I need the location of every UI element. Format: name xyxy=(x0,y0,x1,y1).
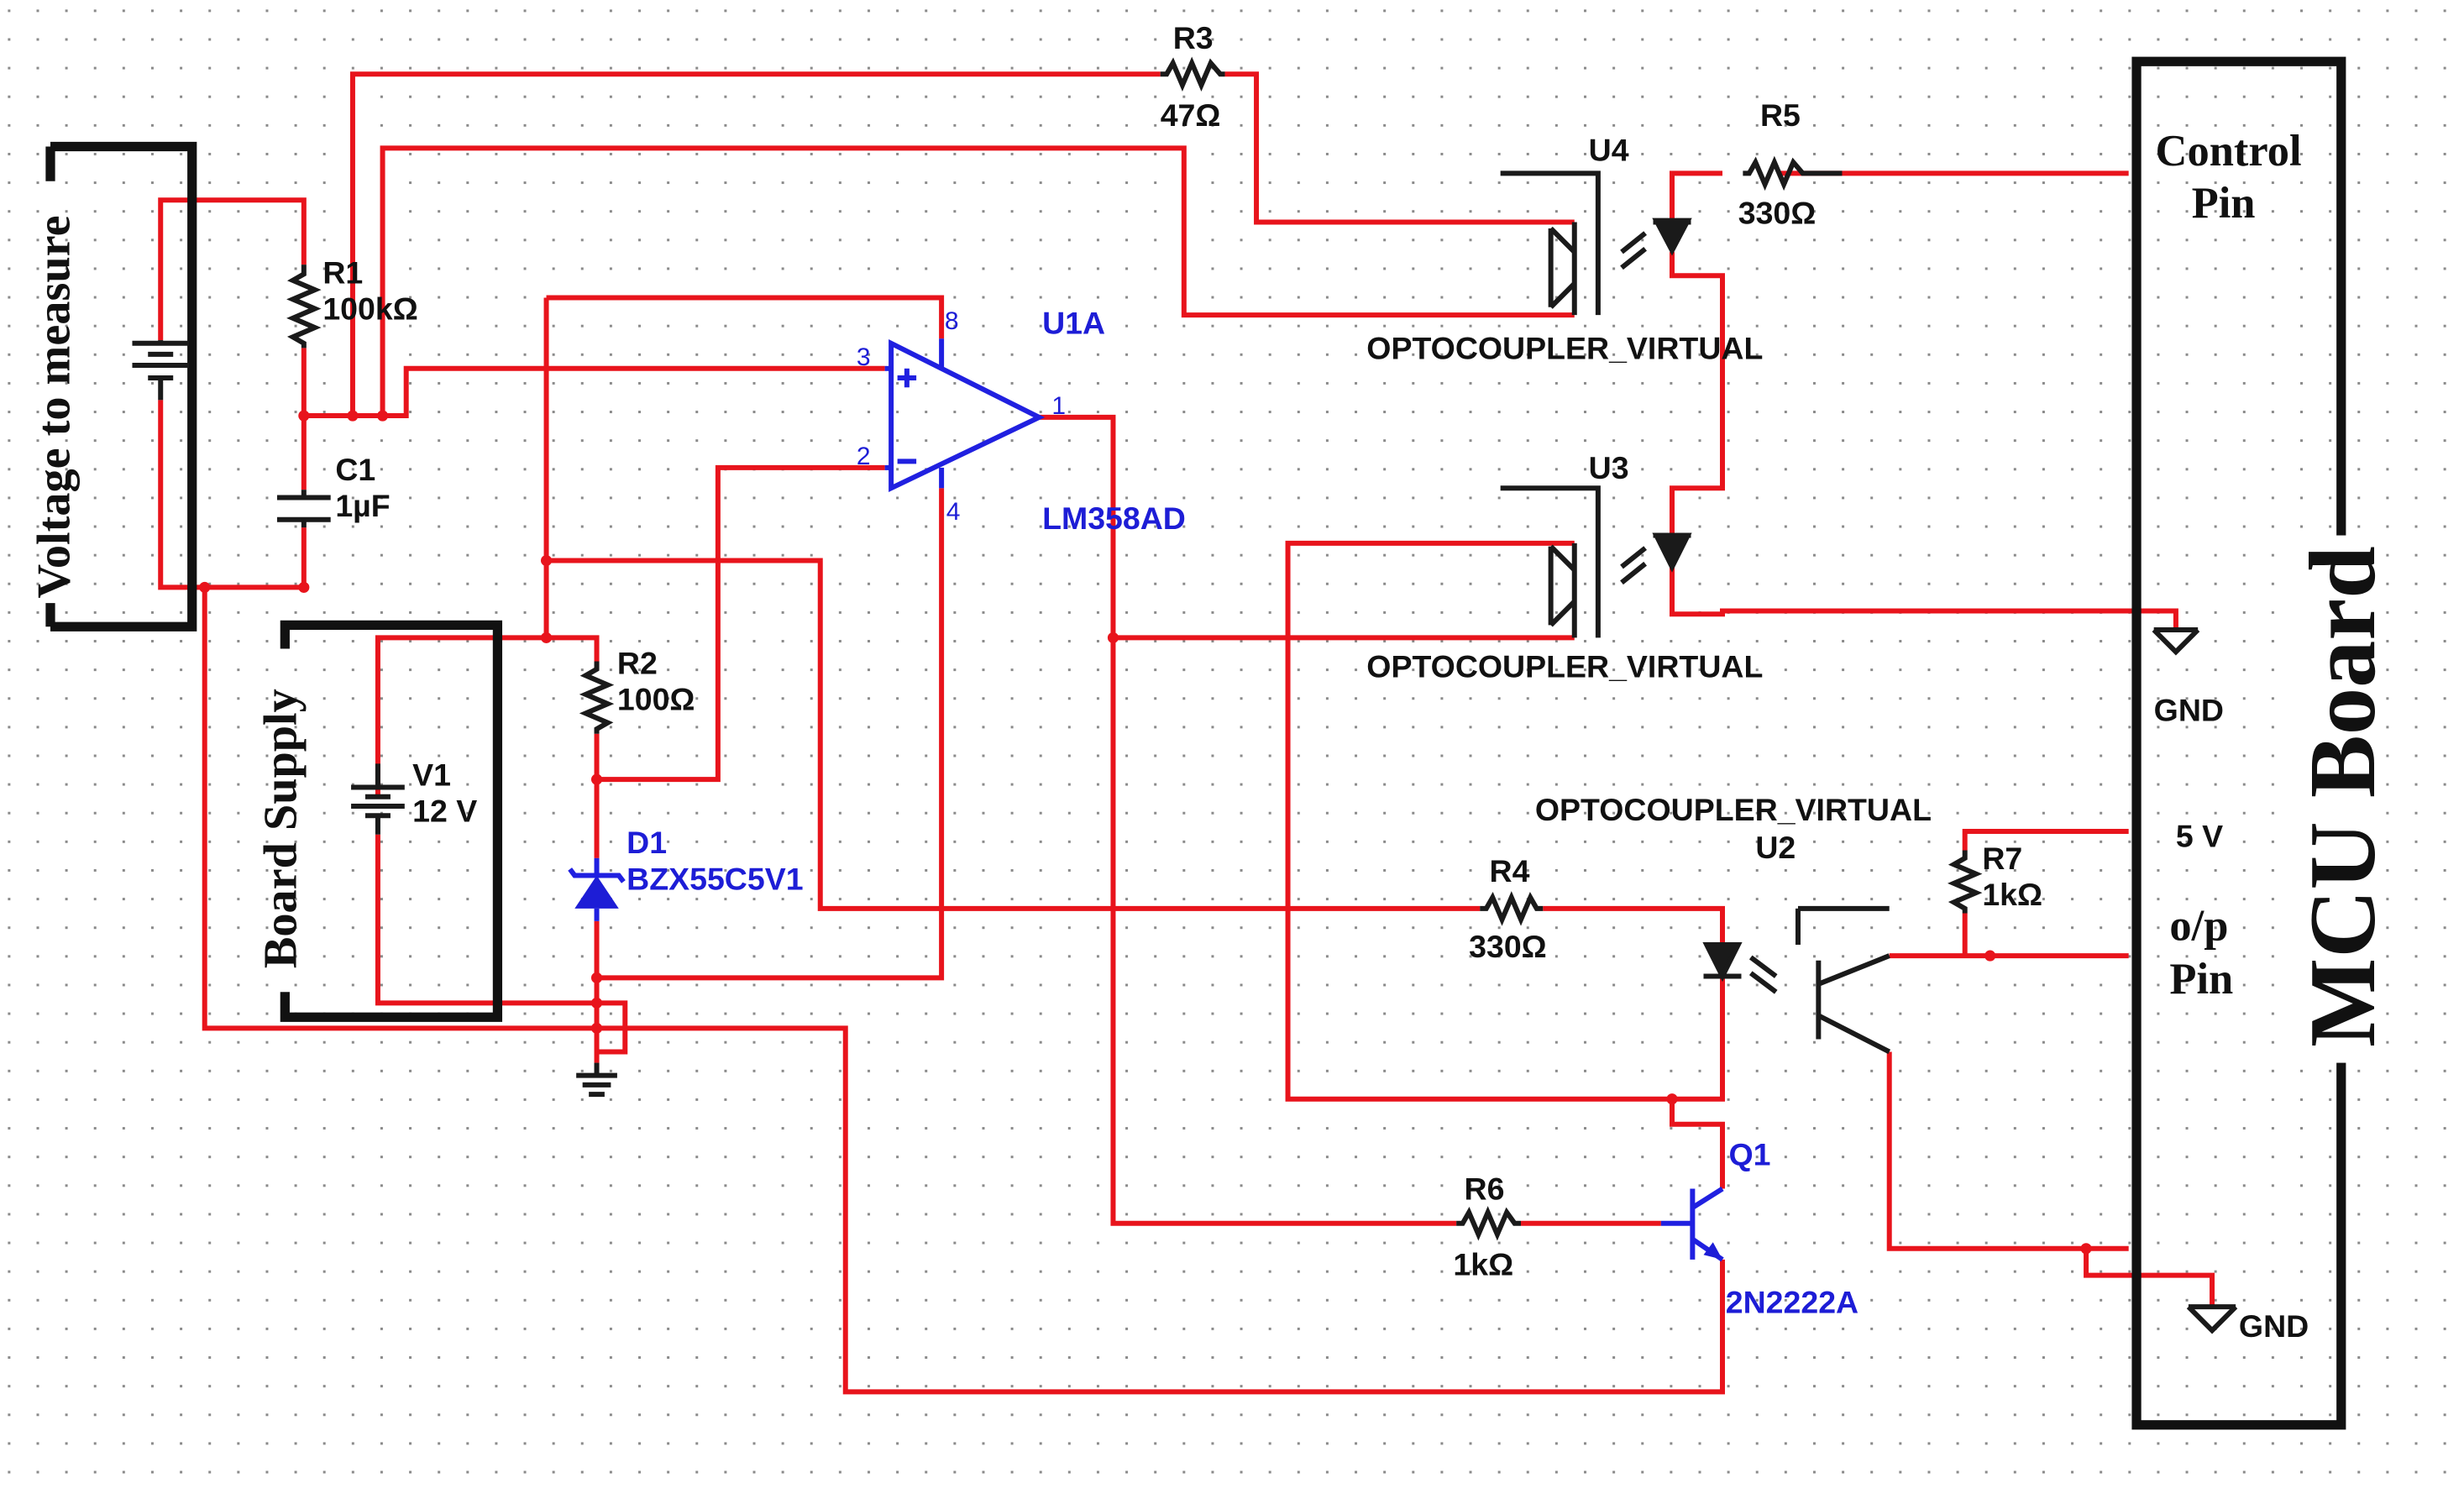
d1-ref: D1 xyxy=(626,825,667,860)
resistor-r3-icon xyxy=(1160,56,1225,92)
u3-value: OPTOCOUPLER_VIRTUAL xyxy=(1366,648,1763,684)
capacitor-c1-icon xyxy=(276,490,331,528)
u2-ref: U2 xyxy=(1755,830,1796,865)
r7-value: 1kΩ xyxy=(1982,877,2042,912)
q1-ref: Q1 xyxy=(1728,1136,1770,1171)
optocoupler-u3-icon xyxy=(1500,485,1692,638)
gnd-bottom-label: GND xyxy=(2239,1308,2309,1344)
board-supply-label: Board Supply xyxy=(254,689,307,968)
battery-v1-icon xyxy=(351,763,405,835)
gnd-top-label: GND xyxy=(2154,693,2224,728)
u1-pin-2: 2 xyxy=(857,443,871,470)
resistor-r6-icon xyxy=(1456,1206,1522,1241)
battery-icon xyxy=(132,340,189,401)
wires xyxy=(158,71,2215,1395)
r6-ref: R6 xyxy=(1465,1171,1505,1207)
v1-value: 12 V xyxy=(412,794,477,829)
ground-mcu-bottom-icon xyxy=(2186,1304,2238,1334)
resistor-r1-icon xyxy=(286,265,322,349)
npn-transistor-icon xyxy=(1660,1187,1724,1262)
junction-dots xyxy=(199,410,2092,1255)
u1-ref: U1A xyxy=(1042,306,1105,341)
r3-ref: R3 xyxy=(1173,20,1214,55)
c1-value: 1µF xyxy=(335,488,390,523)
u1-pin-8: 8 xyxy=(945,307,959,335)
c1-ref: C1 xyxy=(335,452,375,487)
resistor-r5-icon xyxy=(1743,155,1843,191)
q1-value: 2N2222A xyxy=(1726,1285,1858,1320)
d1-value: BZX55C5V1 xyxy=(626,861,803,896)
u1-pin-1: 1 xyxy=(1051,392,1066,420)
u1-pin-4: 4 xyxy=(946,498,961,526)
optocoupler-u2-icon xyxy=(1702,905,1891,1055)
control-pin-label-line2: Pin xyxy=(2192,179,2256,228)
board-supply-box: Board Supply xyxy=(254,620,503,1022)
u1-value: LM358AD xyxy=(1042,501,1186,536)
u4-ref: U4 xyxy=(1589,132,1629,167)
r2-ref: R2 xyxy=(617,646,658,681)
ground-mcu-top-icon xyxy=(2152,627,2200,656)
r1-ref: R1 xyxy=(322,255,363,291)
r4-ref: R4 xyxy=(1490,853,1530,888)
u3-ref: U3 xyxy=(1589,450,1629,485)
voltage-to-measure-box: Voltage to measure xyxy=(28,141,197,632)
r6-value: 1kΩ xyxy=(1453,1247,1513,1282)
control-pin-label-line1: Control xyxy=(2156,127,2302,176)
r1-value: 100kΩ xyxy=(322,291,417,327)
op-pin-label-line1: o/p xyxy=(2169,901,2228,950)
op-pin-label-line2: Pin xyxy=(2169,955,2233,1004)
u4-value: OPTOCOUPLER_VIRTUAL xyxy=(1366,331,1763,366)
u1-pin-3: 3 xyxy=(857,343,871,371)
r5-ref: R5 xyxy=(1760,97,1801,133)
optocoupler-u4-icon xyxy=(1500,170,1692,316)
v1-ref: V1 xyxy=(412,757,451,793)
r4-value: 330Ω xyxy=(1469,929,1547,964)
five-v-label: 5 V xyxy=(2176,819,2223,854)
resistor-r7-icon xyxy=(1947,850,1983,914)
mcu-board-box: MCU Board xyxy=(2131,56,2395,1430)
u2-value: OPTOCOUPLER_VIRTUAL xyxy=(1535,792,1932,827)
op-amp-icon xyxy=(884,338,1046,493)
resistor-r4-icon xyxy=(1480,891,1544,926)
mcu-board-label: MCU Board xyxy=(2291,546,2395,1047)
r2-value: 100Ω xyxy=(617,682,695,717)
r5-value: 330Ω xyxy=(1738,195,1817,230)
zener-diode-icon xyxy=(568,857,626,921)
r3-value: 47Ω xyxy=(1161,97,1221,133)
voltage-to-measure-label: Voltage to measure xyxy=(28,215,80,598)
resistor-r2-icon xyxy=(579,661,615,734)
ground-icon xyxy=(576,1062,617,1098)
r7-ref: R7 xyxy=(1982,841,2022,876)
